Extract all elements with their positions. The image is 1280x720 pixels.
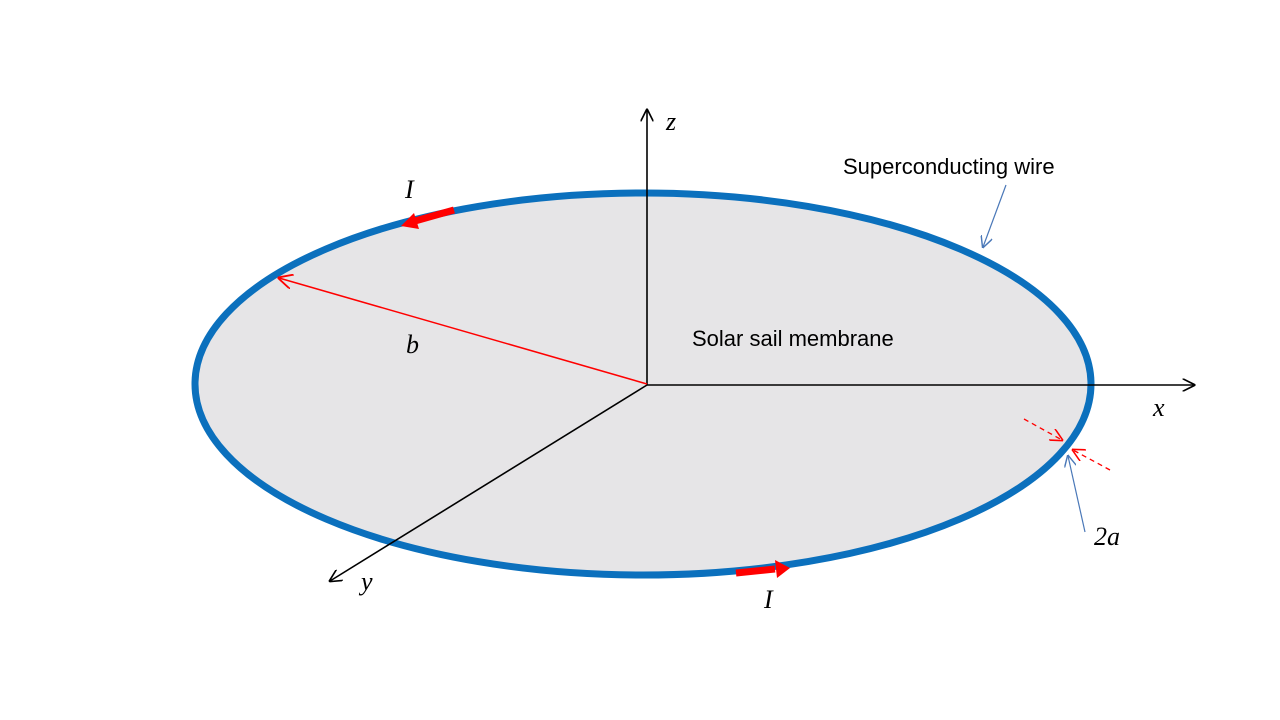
axis-y-label: y xyxy=(358,567,373,596)
radius-line xyxy=(279,278,648,385)
current-arrow-bottom xyxy=(735,560,790,578)
current-label-bottom: I xyxy=(763,585,774,614)
thickness-arrow-outer xyxy=(1023,418,1062,440)
sail-membrane xyxy=(195,193,1091,575)
axis-x-label: x xyxy=(1152,393,1165,422)
wire-label: Superconducting wire xyxy=(843,154,1055,179)
wire-thickness-label: 2a xyxy=(1094,522,1120,551)
superconducting-wire-loop xyxy=(191,189,1095,579)
membrane-label: Solar sail membrane xyxy=(692,326,894,351)
radius-label: b xyxy=(406,330,419,359)
current-arrow-top xyxy=(401,206,455,229)
thickness-callout-line xyxy=(1068,456,1086,533)
thickness-arrow-inner xyxy=(1073,450,1111,471)
current-label-top: I xyxy=(404,175,415,204)
y-axis xyxy=(330,384,648,581)
axis-z-label: z xyxy=(665,107,676,136)
wire-callout-line xyxy=(983,184,1007,247)
